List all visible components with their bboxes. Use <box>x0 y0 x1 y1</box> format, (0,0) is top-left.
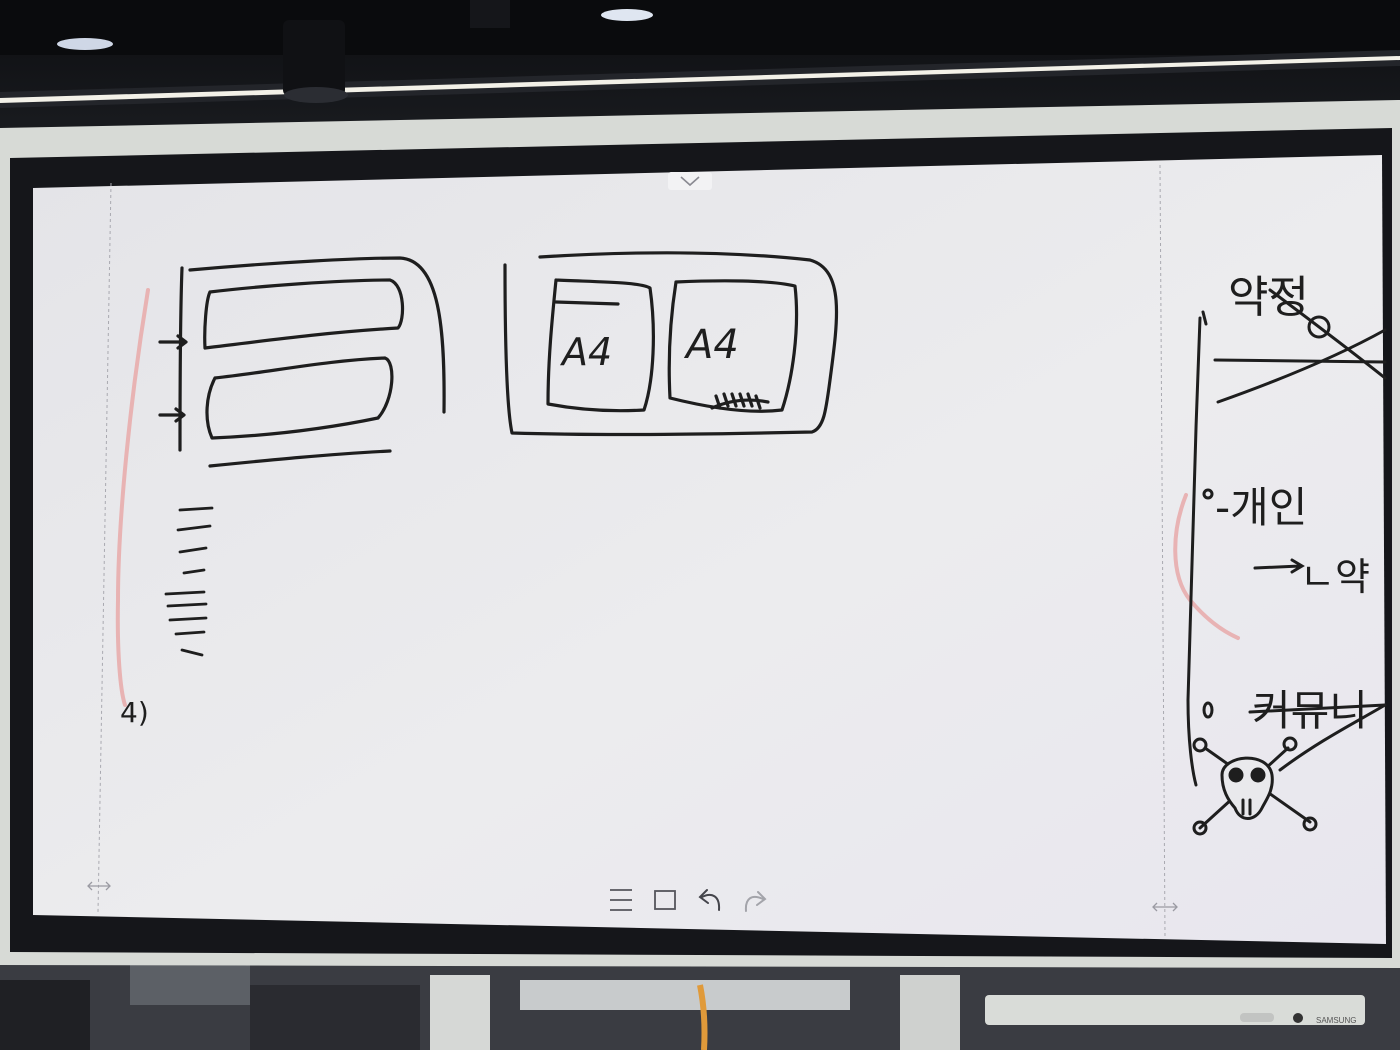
redo-icon[interactable] <box>744 891 767 912</box>
right-page-margin <box>1159 164 1166 938</box>
bottom-toolbar <box>610 889 767 912</box>
resize-arrows-icon[interactable] <box>87 881 111 891</box>
ink-sketch-left-boxes <box>158 256 446 468</box>
ceiling <box>0 0 1400 140</box>
undo-icon[interactable] <box>698 889 721 911</box>
page-icon[interactable] <box>654 890 676 910</box>
ink-right-notes <box>1186 288 1387 787</box>
ink-list-dashes <box>164 506 214 657</box>
skull-crossbones-doodle <box>1192 736 1318 836</box>
resize-arrows-icon[interactable] <box>1152 902 1178 912</box>
note-line-1: 약정 <box>1228 272 1309 323</box>
brand-logo: SAMSUNG <box>1316 1016 1356 1025</box>
note-line-3: ㄴ약 <box>1300 555 1370 599</box>
whiteboard-canvas[interactable] <box>33 155 1386 944</box>
note-line-2: -개인 <box>1215 483 1307 532</box>
a4-label-left: A4 <box>559 330 612 374</box>
ink-sketch-a4-boxes <box>503 251 839 437</box>
left-page-margin <box>97 182 112 913</box>
list-marker-text: 4) <box>120 696 149 729</box>
note-line-4: 커뮤니 <box>1252 686 1368 735</box>
a4-label-right: A4 <box>683 322 739 368</box>
chevron-down-icon[interactable] <box>668 172 712 190</box>
menu-icon[interactable] <box>610 889 632 911</box>
highlighter-strokes <box>115 288 1240 707</box>
